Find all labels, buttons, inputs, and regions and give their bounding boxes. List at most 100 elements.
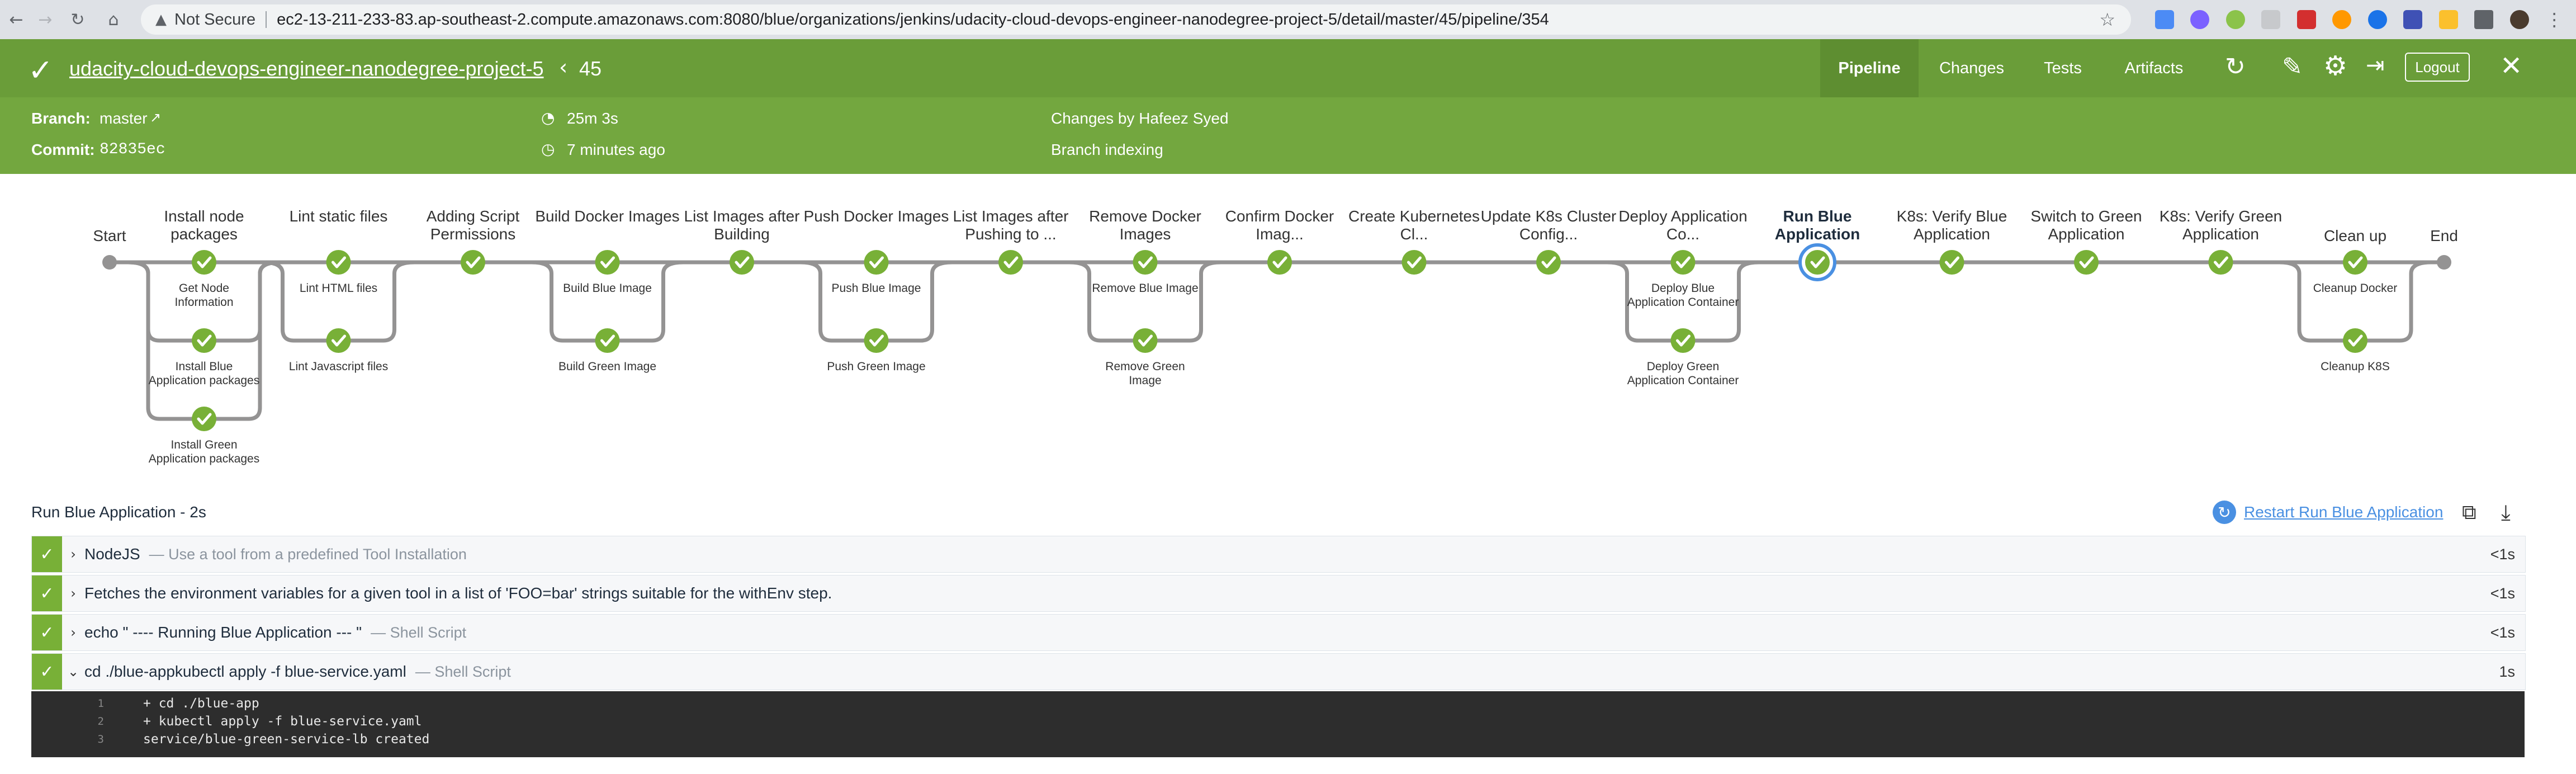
stage-node[interactable] [998,250,1023,275]
extension-icon[interactable] [2154,10,2174,29]
stage-label[interactable]: Install node packages [164,207,244,243]
substage-node[interactable] [595,250,620,275]
edit-icon[interactable]: ✎ [2282,53,2303,81]
warning-icon[interactable]: ▲ [155,11,167,28]
stage-node[interactable] [1805,250,1830,275]
chevron-right-icon[interactable]: › [70,546,76,562]
substage-node[interactable] [864,250,889,275]
extension-icon[interactable] [2403,10,2423,29]
go-to-classic-icon[interactable]: ⇥ [2366,53,2385,78]
substage-node[interactable] [1670,328,1696,353]
stage-label[interactable]: K8s: Verify Green Application [2159,207,2283,243]
line-text: + kubectl apply -f blue-service.yaml [143,714,422,729]
chevron-left-icon: ‹ [559,55,568,79]
stage-label[interactable]: List Images after Pushing to ... [953,207,1069,243]
extension-icon[interactable] [2332,10,2352,29]
stage-label[interactable]: Build Docker Images [535,207,680,225]
stage-label[interactable]: Push Docker Images [803,207,949,225]
step-row[interactable]: ✓ › Fetches the environment variables fo… [31,575,2526,612]
stage-label[interactable]: Remove Docker Images [1089,207,1201,243]
stage-label[interactable]: List Images after Building [684,207,800,243]
substage-node[interactable] [1133,250,1158,275]
tab-artifacts[interactable]: Artifacts [2124,59,2184,77]
extension-icon[interactable] [2261,10,2281,29]
stage-label[interactable]: Run Blue Application [1774,207,1860,243]
extension-icon[interactable] [2225,10,2245,29]
chevron-right-icon[interactable]: › [70,586,76,601]
chevron-right-icon[interactable]: › [70,625,76,640]
restart-stage-button[interactable]: ↻ Restart Run Blue Application [2213,501,2443,524]
menu-icon[interactable]: ⋮ [2545,9,2564,30]
tab-tests[interactable]: Tests [2044,59,2082,77]
stage-node[interactable] [1401,250,1427,275]
substage-node[interactable] [2343,328,2367,353]
stage-label[interactable]: Deploy Application Co... [1618,207,1748,243]
bookmark-star-icon[interactable]: ☆ [2099,9,2115,30]
extension-icon[interactable] [2190,10,2210,29]
substage-label: Remove Green Image [1105,360,1185,387]
check-icon [1541,256,1556,268]
rerun-icon[interactable]: ↻ [2225,53,2246,81]
tab-changes[interactable]: Changes [1939,59,2005,77]
restart-icon[interactable]: ↻ [2213,501,2236,524]
pipeline-name-link[interactable]: udacity-cloud-devops-engineer-nanodegree… [69,57,544,80]
stage-label[interactable]: Adding Script Permissions [426,207,520,243]
step-row-expanded[interactable]: ✓ ⌄ cd ./blue-appkubectl apply -f blue-s… [31,653,2526,690]
stage-label[interactable]: Clean up [2323,227,2387,244]
check-icon [2348,256,2363,268]
address-bar[interactable]: ▲ Not Secure ec2-13-211-233-83.ap-southe… [141,4,2131,35]
check-icon [869,256,884,268]
extension-icon[interactable] [2296,10,2316,29]
back-icon[interactable]: ← [9,10,23,30]
step-text: echo " ---- Running Blue Application ---… [84,624,362,641]
download-icon[interactable]: ⤓ [2501,500,2511,525]
stage-node[interactable] [730,250,754,275]
step-row[interactable]: ✓ › echo " ---- Running Blue Application… [31,614,2526,651]
check-icon [1676,334,1690,347]
substage-node[interactable] [326,250,351,275]
stage-node[interactable] [1267,250,1292,275]
stage-node[interactable] [461,250,485,275]
stage-node[interactable] [1536,250,1561,275]
stage-label[interactable]: Confirm Docker Imag... [1225,207,1334,243]
substage-label: Push Blue Image [831,282,921,295]
forward-icon[interactable]: → [38,10,53,30]
logout-button[interactable]: Logout [2405,53,2470,82]
substage-node[interactable] [192,250,216,275]
commit-value[interactable]: 82835ec [100,141,165,158]
avatar[interactable] [2509,10,2529,29]
open-log-icon[interactable]: ⧉ [2462,501,2476,524]
puzzle-icon[interactable] [2474,10,2494,29]
substage-node[interactable] [1133,328,1158,353]
stage-label[interactable]: Lint static files [289,207,388,225]
security-status[interactable]: Not Secure [174,10,256,29]
extension-icon[interactable] [2367,10,2387,29]
close-icon[interactable]: ✕ [2500,50,2523,82]
substage-node[interactable] [192,328,216,353]
substage-node[interactable] [192,407,216,431]
substage-node[interactable] [326,328,351,353]
gear-icon[interactable]: ⚙ [2323,50,2348,82]
stage-node[interactable] [2208,250,2233,275]
restart-label[interactable]: Restart Run Blue Application [2244,503,2444,521]
stage-node[interactable] [1939,250,1964,275]
reload-icon[interactable]: ↻ [70,10,85,30]
external-link-icon[interactable]: ↗ [150,110,162,125]
substage-node[interactable] [1670,250,1696,275]
stage-label[interactable]: Update K8s Cluster Config... [1480,207,1617,243]
branch-value[interactable]: master [100,110,148,127]
substage-node[interactable] [864,328,889,353]
tab-pipeline[interactable]: Pipeline [1820,39,1919,97]
home-icon[interactable]: ⌂ [108,10,119,30]
extension-icon[interactable] [2438,10,2458,29]
stage-label[interactable]: Switch to Green Application [2030,207,2142,243]
stage-node[interactable] [2074,250,2099,275]
url-text[interactable]: ec2-13-211-233-83.ap-southeast-2.compute… [277,10,1549,29]
check-icon [2079,256,2094,268]
stage-label[interactable]: Create Kubernetes Cl... [1348,207,1480,243]
substage-node[interactable] [2343,250,2367,275]
substage-node[interactable] [595,328,620,353]
step-row[interactable]: ✓ › NodeJS — Use a tool from a predefine… [31,536,2526,573]
stage-label[interactable]: K8s: Verify Blue Application [1896,207,2007,243]
chevron-down-icon[interactable]: ⌄ [67,664,79,679]
